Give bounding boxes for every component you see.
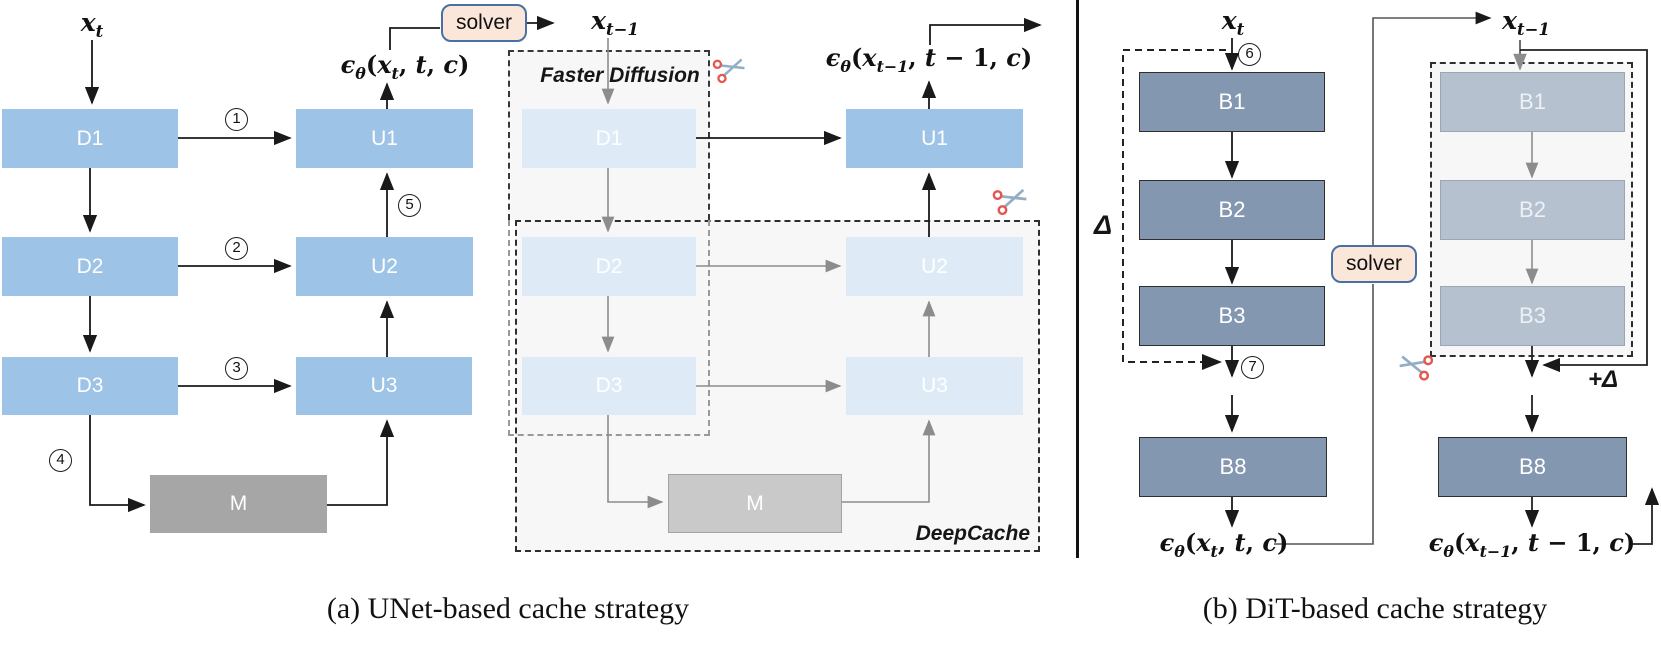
cached-dit-block-b1: B1 (1440, 72, 1625, 132)
caption-panel-b: (b) DiT-based cache strategy (1202, 592, 1548, 625)
scissors-icon (1399, 355, 1434, 381)
step-7-badge: 7 (1241, 356, 1264, 379)
cached-unet-block-d3: D3 (522, 357, 696, 415)
unet-block-d2: D2 (2, 237, 178, 296)
label-x-t-prev-a: xt−1 (591, 6, 639, 39)
cached-unet-block-u2: U2 (846, 237, 1023, 296)
unet-block-m: M (150, 475, 327, 533)
step-6-badge: 6 (1238, 43, 1261, 66)
dit-block-b3: B3 (1139, 286, 1325, 346)
scissors-icon (712, 58, 745, 84)
solver-box-a: solver (441, 4, 527, 42)
faster-diffusion-label: Faster Diffusion (540, 64, 700, 87)
unet-block-u3: U3 (296, 357, 472, 415)
scissors-icon (992, 188, 1027, 216)
step-1-badge: 1 (225, 108, 248, 131)
dit-block-b1: B1 (1139, 72, 1325, 132)
deepcache-label: DeepCache (915, 522, 1030, 545)
step-4-badge: 4 (49, 449, 72, 472)
step-3-badge: 3 (225, 357, 248, 380)
unet-block-d3: D3 (2, 357, 178, 415)
label-eps-t-prev-b: ϵθ(xt−1, t − 1, c) (1428, 528, 1636, 561)
cached-dit-block-b3: B3 (1440, 286, 1625, 346)
label-x-t-prev-b: xt−1 (1502, 6, 1550, 39)
unet-block-u2: U2 (296, 237, 473, 296)
cached-unet-block-u1: U1 (846, 109, 1023, 168)
step-5-badge: 5 (398, 194, 421, 217)
caption-panel-a: (a) UNet-based cache strategy (326, 592, 690, 625)
panel-divider (1076, 0, 1079, 558)
cached-unet-block-d2: D2 (522, 237, 696, 296)
dit-block-b8: B8 (1139, 437, 1327, 497)
step-2-badge: 2 (225, 237, 248, 260)
label-eps-t-a: ϵθ(xt, t, c) (340, 50, 470, 83)
plus-delta-label: +Δ (1588, 366, 1619, 393)
cached-dit-block-b8: B8 (1438, 437, 1627, 497)
cached-dit-block-b2: B2 (1440, 180, 1625, 240)
label-x-t-b: xt (1221, 6, 1245, 39)
label-x-t-a: xt (80, 8, 104, 41)
unet-block-d1: D1 (2, 109, 178, 168)
cached-unet-block-d1: D1 (522, 109, 696, 168)
delta-label: Δ (1094, 210, 1113, 240)
solver-box-b: solver (1331, 245, 1417, 283)
label-eps-t-prev-a: ϵθ(xt−1, t − 1, c) (825, 43, 1033, 76)
label-eps-t-b: ϵθ(xt, t, c) (1159, 528, 1289, 561)
dit-block-b2: B2 (1139, 180, 1325, 240)
cached-unet-block-m: M (668, 474, 842, 533)
cached-unet-block-u3: U3 (846, 357, 1023, 415)
unet-block-u1: U1 (296, 109, 473, 168)
